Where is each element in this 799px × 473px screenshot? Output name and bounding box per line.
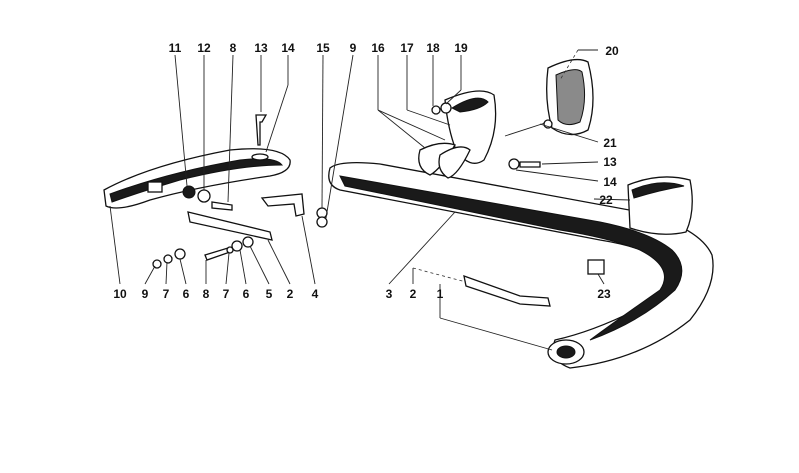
clip-part bbox=[587, 259, 605, 275]
callout-bottom-2b: 2 bbox=[410, 287, 417, 301]
callout-bottom-2: 2 bbox=[287, 287, 294, 301]
callout-bottom-4: 4 bbox=[312, 287, 319, 301]
callout-right-13: 13 bbox=[603, 155, 617, 169]
callout-top-14: 14 bbox=[281, 41, 295, 55]
callout-bottom-5: 5 bbox=[266, 287, 273, 301]
right-overrider bbox=[627, 176, 693, 235]
callout-top-17: 17 bbox=[400, 41, 414, 55]
callout-bottom-8: 8 bbox=[203, 287, 210, 301]
callout-labels: 11 12 8 13 14 15 9 16 17 18 19 20 21 13 … bbox=[113, 41, 619, 301]
tail-light-housing bbox=[504, 58, 594, 137]
leader-lines bbox=[109, 49, 631, 351]
callout-top-19: 19 bbox=[454, 41, 468, 55]
overrider bbox=[418, 90, 497, 179]
callout-top-13: 13 bbox=[254, 41, 268, 55]
callout-top-9: 9 bbox=[350, 41, 357, 55]
callout-right-14: 14 bbox=[603, 175, 617, 189]
callout-bottom-3: 3 bbox=[386, 287, 393, 301]
callout-bottom-9: 9 bbox=[142, 287, 149, 301]
callout-bottom-1: 1 bbox=[437, 287, 444, 301]
bumper-bar bbox=[328, 162, 714, 369]
callout-bottom-6b: 6 bbox=[243, 287, 250, 301]
callout-top-11: 11 bbox=[169, 41, 182, 55]
callout-23: 23 bbox=[597, 287, 611, 301]
callout-20: 20 bbox=[605, 44, 619, 58]
callout-21: 21 bbox=[603, 136, 617, 150]
callout-top-8: 8 bbox=[230, 41, 237, 55]
callout-bottom-10: 10 bbox=[113, 287, 127, 301]
callout-top-15: 15 bbox=[316, 41, 330, 55]
callout-top-16: 16 bbox=[371, 41, 385, 55]
callout-bottom-6: 6 bbox=[183, 287, 190, 301]
callout-bottom-7: 7 bbox=[163, 287, 170, 301]
callout-22: 22 bbox=[599, 193, 613, 207]
callout-bottom-7b: 7 bbox=[223, 287, 230, 301]
callout-top-18: 18 bbox=[426, 41, 440, 55]
mounting-brackets bbox=[187, 193, 551, 307]
callout-top-12: 12 bbox=[197, 41, 211, 55]
